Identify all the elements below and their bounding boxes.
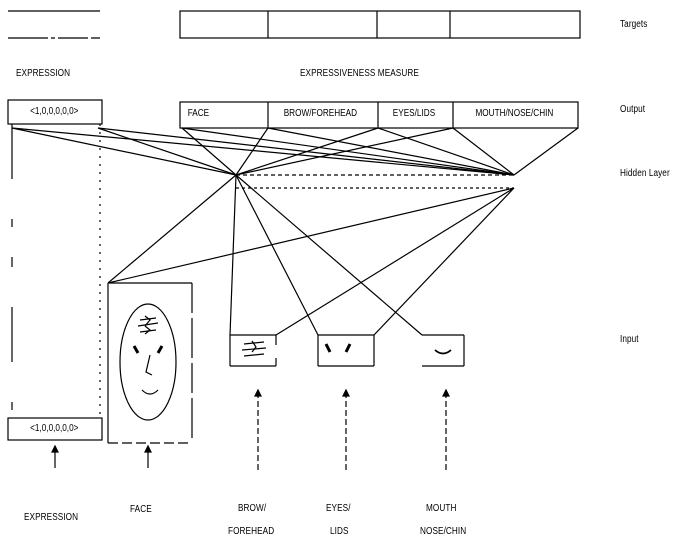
bottom-label-mouth-1: MOUTH (426, 503, 456, 514)
targets-label: Targets (620, 19, 647, 30)
bottom-label-eyes-1: EYES/ (326, 503, 351, 514)
expression-vector-bottom: <1,0,0,0,0,0> (10, 423, 99, 434)
output-cell-brow: BROW/FOREHEAD (272, 108, 369, 119)
output-label: Output (620, 104, 645, 115)
bottom-label-eyes-2: LIDS (330, 526, 349, 537)
expression-vector-top: <1,0,0,0,0,0> (10, 106, 99, 117)
output-cell-mouth: MOUTH/NOSE/CHIN (457, 108, 572, 119)
targets-row-left (8, 11, 100, 38)
brow-input-box (230, 335, 276, 366)
mouth-input-box (422, 335, 464, 366)
hidden-layer-label: Hidden Layer (620, 168, 670, 179)
bottom-label-brow-1: BROW/ (238, 503, 266, 514)
output-to-hidden-lines (12, 128, 578, 175)
targets-row-right (180, 11, 580, 38)
bottom-label-expression: EXPRESSION (24, 512, 78, 523)
face-input-box (108, 283, 192, 443)
expression-header: EXPRESSION (16, 68, 70, 79)
eyes-input-box (318, 335, 374, 366)
bottom-label-brow-2: FOREHEAD (228, 526, 274, 537)
input-label: Input (620, 334, 639, 345)
output-cell-face: FACE (182, 108, 215, 119)
bottom-label-face: FACE (130, 504, 152, 515)
bottom-label-mouth-2: NOSE/CHIN (420, 526, 466, 537)
input-arrows (52, 390, 449, 470)
output-cell-eyes: EYES/LIDS (382, 108, 446, 119)
expressiveness-measure-header: EXPRESSIVENESS MEASURE (300, 68, 419, 79)
hidden-to-input-lines (108, 175, 514, 335)
